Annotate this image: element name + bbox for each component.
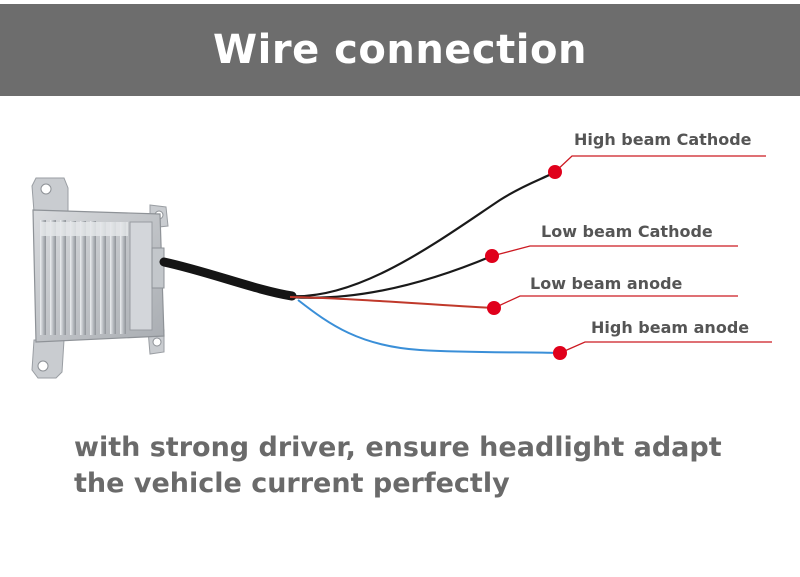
header-banner: Wire connection [0, 4, 800, 96]
leader-low-beam-anode [493, 295, 738, 309]
mounting-hole-right-bottom [152, 337, 162, 347]
dot-low-beam-anode [487, 301, 501, 315]
mounting-hole-top [40, 183, 52, 195]
leader-high-beam-cathode [554, 155, 766, 173]
wire-low-beam-anode [289, 296, 495, 309]
heatsink-top-bar [40, 222, 128, 236]
cable-gland-plate [151, 247, 165, 289]
driver-module [31, 177, 169, 379]
leader-high-beam-anode [559, 341, 772, 354]
heatsink-fins [40, 220, 126, 335]
dot-high-beam-cathode [548, 165, 562, 179]
caption-text: with strong driver, ensure headlight ada… [74, 432, 722, 499]
wire-low-beam-cathode [289, 254, 493, 299]
label-high-beam-cathode: High beam Cathode [574, 130, 752, 149]
mounting-tab-bottom [31, 339, 65, 379]
label-low-beam-anode: Low beam anode [530, 274, 683, 293]
main-cable [159, 257, 297, 301]
mounting-hole-bottom [37, 360, 49, 372]
dot-low-beam-cathode [485, 249, 499, 263]
label-low-beam-cathode: Low beam Cathode [541, 222, 713, 241]
wire-high-beam-cathode [289, 171, 556, 298]
page-title: Wire connection [213, 27, 587, 73]
label-high-beam-anode: High beam anode [591, 318, 749, 337]
dot-high-beam-anode [553, 346, 567, 360]
mounting-tab-top [31, 177, 69, 213]
wire-high-beam-anode [297, 299, 561, 354]
leader-low-beam-cathode [491, 245, 738, 257]
cable-gland-block [129, 221, 153, 331]
